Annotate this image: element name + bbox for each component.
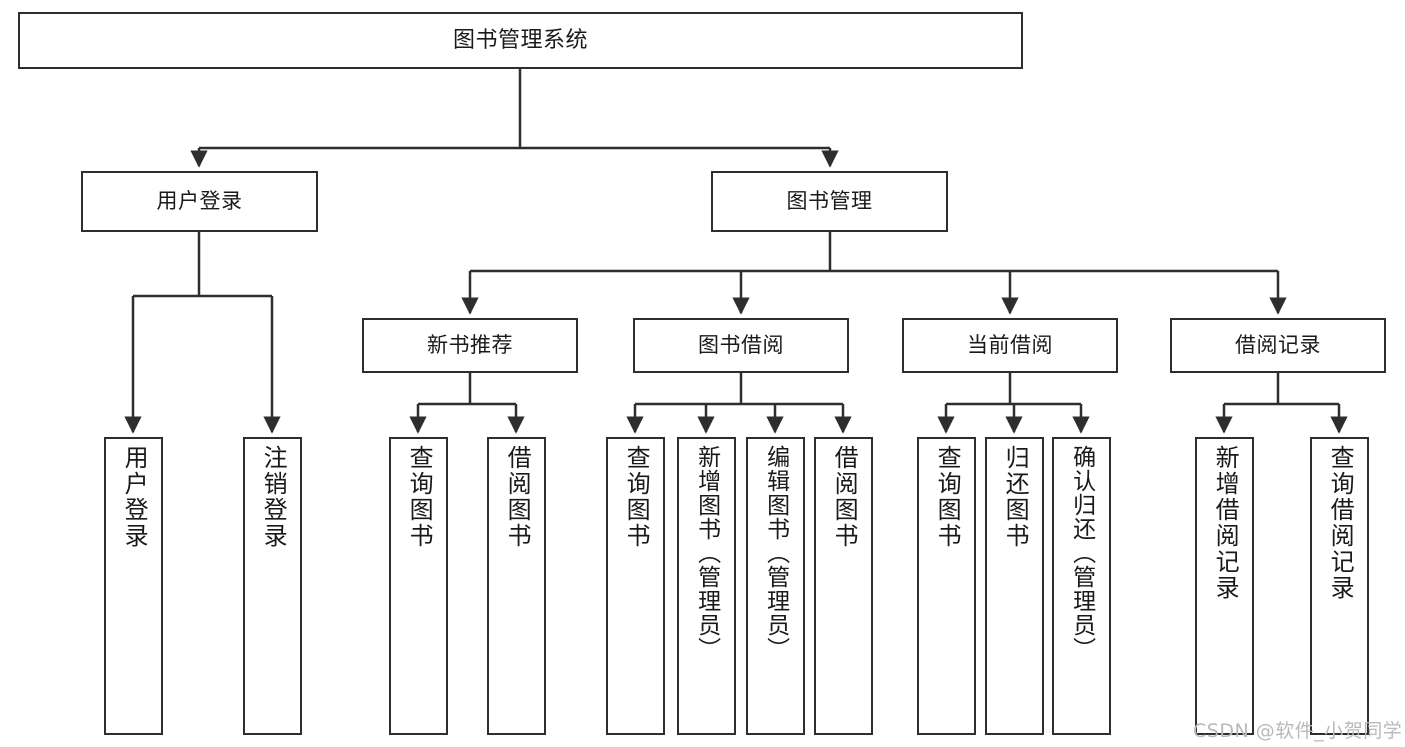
node-leaf-user-logout[interactable]: 注销登录: [243, 437, 302, 735]
node-leaf-confirm-return-label: 确认归还（管理员）: [1068, 445, 1095, 661]
node-leaf-query-book-3-label: 查询图书: [933, 445, 962, 549]
node-leaf-edit-book[interactable]: 编辑图书（管理员）: [746, 437, 805, 735]
node-user-login-label: 用户登录: [156, 189, 243, 214]
node-borrow-record[interactable]: 借阅记录: [1170, 318, 1386, 373]
node-leaf-borrow-book-2-label: 借阅图书: [830, 445, 859, 549]
node-current-borrow-label: 当前借阅: [967, 333, 1053, 358]
node-leaf-add-book[interactable]: 新增图书（管理员）: [677, 437, 736, 735]
node-user-login[interactable]: 用户登录: [81, 171, 318, 232]
node-leaf-add-record-label: 新增借阅记录: [1211, 445, 1240, 601]
node-leaf-query-book-2[interactable]: 查询图书: [606, 437, 665, 735]
node-leaf-query-book-3[interactable]: 查询图书: [917, 437, 976, 735]
node-root-label: 图书管理系统: [452, 27, 588, 53]
node-current-borrow[interactable]: 当前借阅: [902, 318, 1118, 373]
node-book-borrow[interactable]: 图书借阅: [633, 318, 849, 373]
node-leaf-user-logout-label: 注销登录: [259, 445, 288, 549]
node-book-manage-label: 图书管理: [786, 189, 873, 214]
node-leaf-return-book-label: 归还图书: [1001, 445, 1030, 549]
node-leaf-add-book-label: 新增图书（管理员）: [693, 445, 720, 661]
node-root[interactable]: 图书管理系统: [18, 12, 1023, 69]
node-leaf-borrow-book-1[interactable]: 借阅图书: [487, 437, 546, 735]
node-leaf-borrow-book-2[interactable]: 借阅图书: [814, 437, 873, 735]
node-book-borrow-label: 图书借阅: [698, 333, 784, 358]
node-new-book-recommend[interactable]: 新书推荐: [362, 318, 578, 373]
node-leaf-borrow-book-1-label: 借阅图书: [503, 445, 532, 549]
node-leaf-query-book-1[interactable]: 查询图书: [389, 437, 448, 735]
node-leaf-add-record[interactable]: 新增借阅记录: [1195, 437, 1254, 735]
node-leaf-edit-book-label: 编辑图书（管理员）: [762, 445, 789, 661]
node-leaf-confirm-return[interactable]: 确认归还（管理员）: [1052, 437, 1111, 735]
node-borrow-record-label: 借阅记录: [1235, 333, 1321, 358]
node-book-manage[interactable]: 图书管理: [711, 171, 948, 232]
node-leaf-query-book-2-label: 查询图书: [622, 445, 651, 549]
node-new-book-recommend-label: 新书推荐: [427, 333, 513, 358]
node-leaf-user-login[interactable]: 用户登录: [104, 437, 163, 735]
node-leaf-query-record[interactable]: 查询借阅记录: [1310, 437, 1369, 735]
node-leaf-return-book[interactable]: 归还图书: [985, 437, 1044, 735]
node-leaf-user-login-label: 用户登录: [120, 445, 149, 549]
watermark: CSDN @软件_小贺同学: [1193, 720, 1403, 742]
node-leaf-query-book-1-label: 查询图书: [405, 445, 434, 549]
node-leaf-query-record-label: 查询借阅记录: [1326, 445, 1355, 601]
